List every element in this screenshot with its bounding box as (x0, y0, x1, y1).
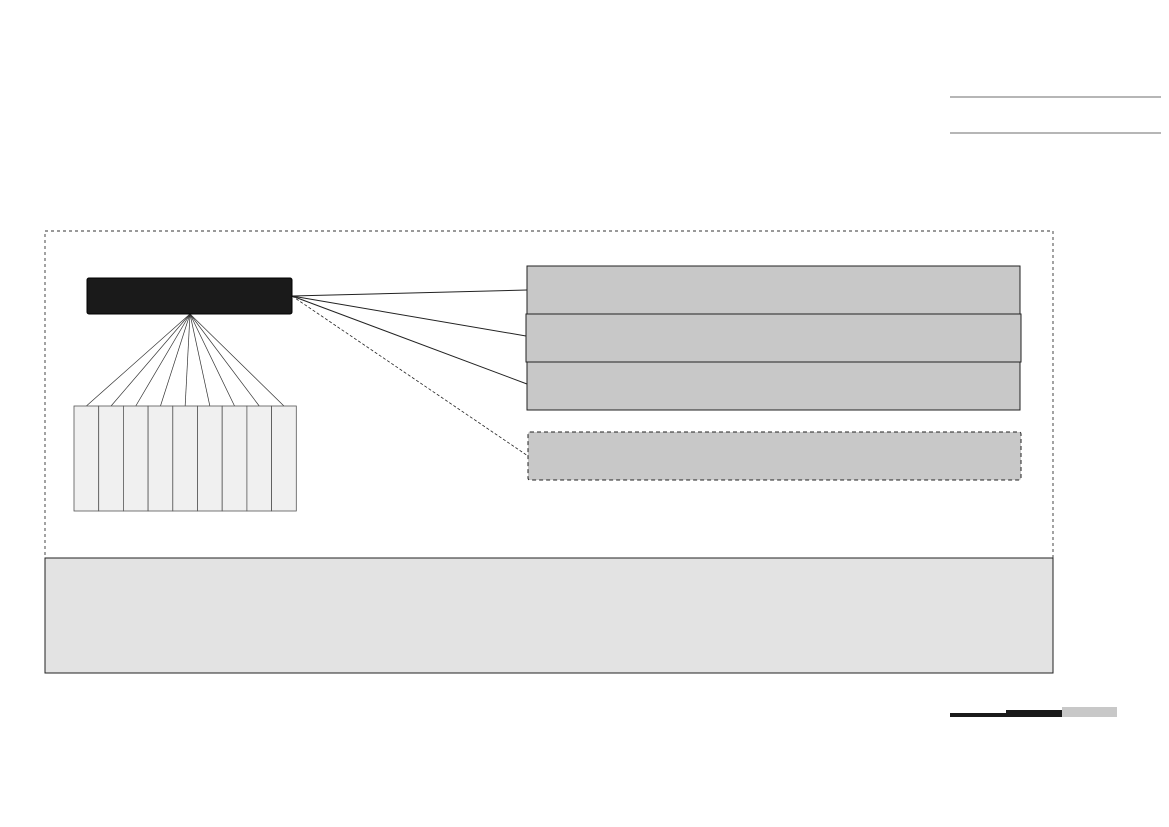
target-box (526, 361, 1021, 411)
child-node-group (73, 405, 297, 512)
child-connector (160, 313, 191, 407)
child-connector (189, 313, 211, 407)
target-box-dashed (527, 431, 1022, 481)
target-connector (291, 295, 528, 385)
target-box-group (525, 265, 1022, 481)
child-node (147, 405, 174, 512)
child-node (221, 405, 248, 512)
child-connector (86, 313, 191, 407)
legend-scale-bar (950, 707, 1117, 717)
target-connector-dashed (291, 295, 529, 457)
legend-segment-thin (950, 713, 1006, 717)
child-node (73, 405, 100, 512)
target-connector (291, 289, 528, 297)
legend-segment-light (1062, 707, 1117, 717)
child-connector (184, 313, 191, 407)
child-connector (189, 313, 285, 407)
target-box (526, 265, 1021, 315)
legend-segment-thick (1006, 710, 1062, 717)
child-node (197, 405, 223, 512)
target-connector (291, 295, 527, 337)
target-box (525, 313, 1022, 363)
child-connector (189, 313, 260, 407)
bottom-panel (44, 557, 1054, 674)
hub-node (86, 277, 293, 315)
child-node (98, 405, 124, 512)
child-node (123, 405, 149, 512)
child-node (172, 405, 198, 512)
child-node (246, 405, 272, 512)
child-connector (110, 313, 191, 407)
child-node (271, 405, 297, 512)
child-connector (135, 313, 191, 407)
connector-lines (86, 289, 529, 457)
child-connector (189, 313, 235, 407)
